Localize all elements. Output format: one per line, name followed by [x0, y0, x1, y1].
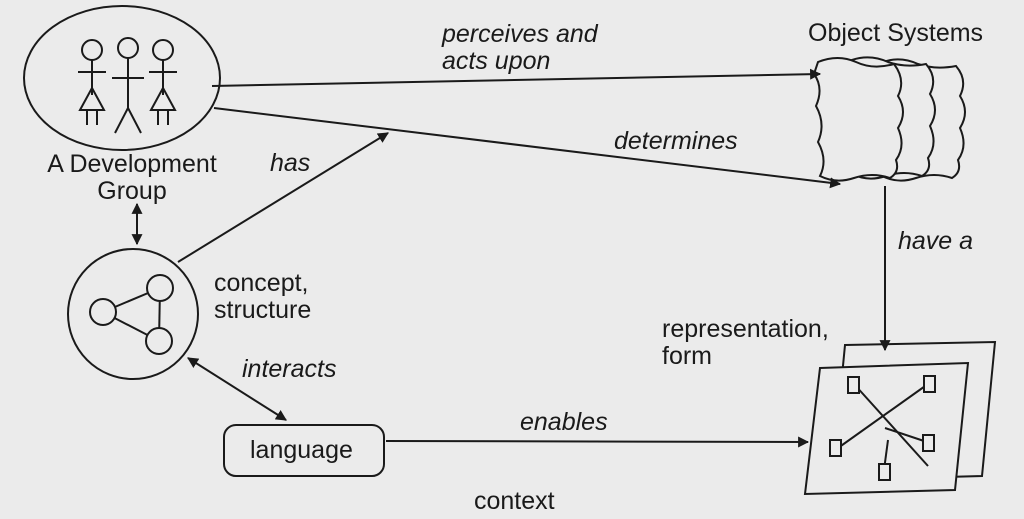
object-systems-node — [812, 56, 966, 182]
edge-determines-label: determines — [614, 127, 738, 155]
representation-form-label: representation, form — [662, 315, 829, 370]
concept-structure-circle — [67, 248, 199, 380]
edge-have-a-label: have a — [898, 227, 974, 255]
edge-has-arrow — [177, 132, 389, 263]
concept-structure-label: concept, structure — [214, 269, 312, 324]
edge-interacts-label: interacts — [242, 355, 337, 383]
graph-triangle-icon — [89, 274, 174, 355]
development-group-node — [23, 5, 221, 151]
object-system-shape-front — [812, 57, 904, 182]
context-label: context — [474, 487, 555, 515]
development-group-label: A Development Group — [47, 150, 217, 205]
edge-determines-arrow — [213, 107, 842, 189]
language-box — [223, 424, 385, 477]
language-label: language — [250, 436, 353, 464]
representation-form-node — [803, 340, 997, 496]
object-systems-label: Object Systems — [808, 19, 984, 47]
development-group-ellipse — [23, 5, 221, 151]
stick-figure-right-icon — [149, 39, 177, 125]
edge-enables-arrow — [385, 436, 810, 448]
edge-perceives-label: perceives and acts upon — [442, 20, 598, 75]
edge-enables-label: enables — [520, 408, 608, 436]
schematic-icon — [829, 375, 936, 481]
concept-structure-node — [67, 248, 199, 380]
edge-has-label: has — [270, 149, 311, 177]
stick-figure-left-icon — [78, 39, 106, 125]
edge-perceives-arrow — [211, 68, 822, 87]
edge-interacts-arrow — [187, 357, 287, 421]
stick-figure-middle-icon — [112, 37, 144, 134]
